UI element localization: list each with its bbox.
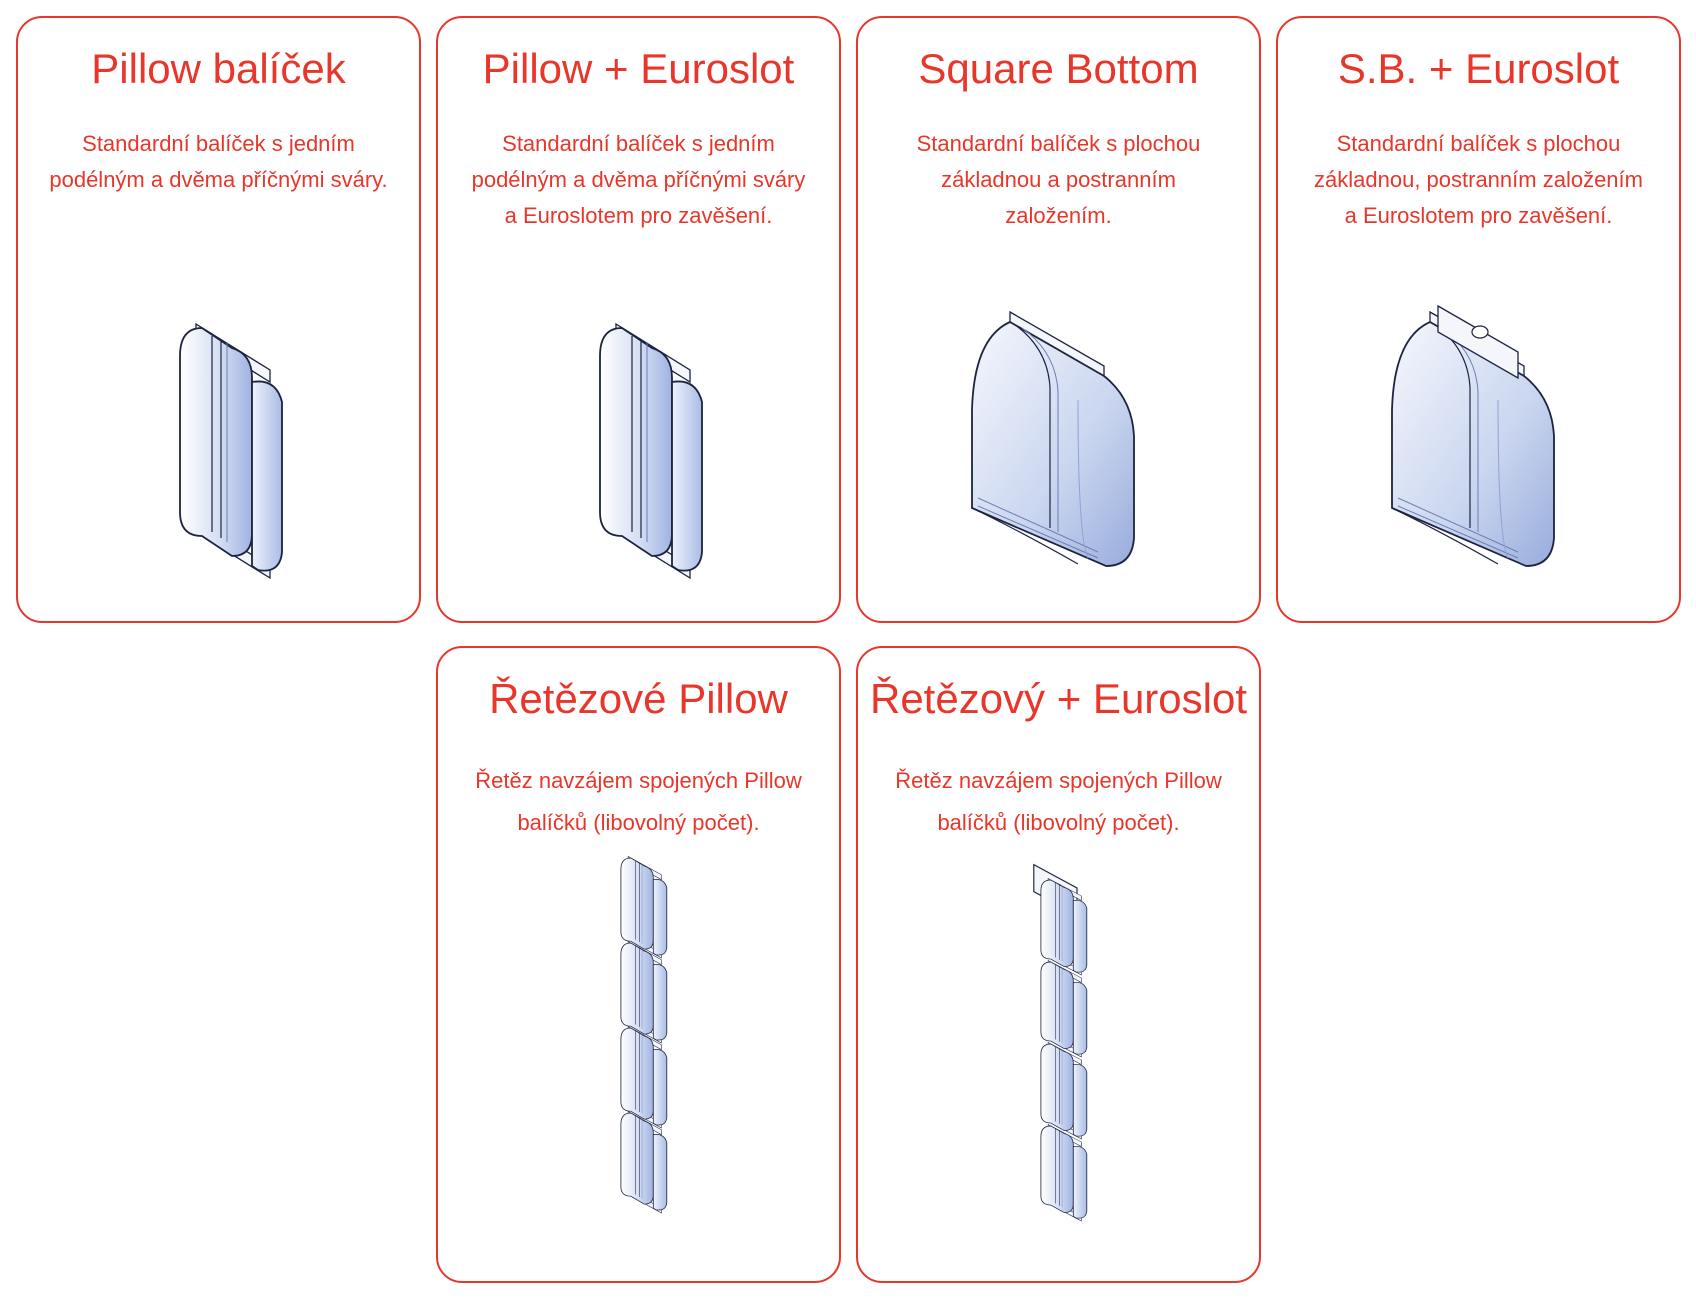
card-title: Pillow + Euroslot — [482, 45, 795, 92]
card-description: Řetěz navzájem spojených Pillow balíčků … — [895, 768, 1222, 835]
package-card-chain-euroslot[interactable]: Řetězový + Euroslot Řetěz navzájem spoje… — [856, 646, 1261, 1283]
card-title: Řetězové Pillow — [489, 675, 788, 722]
card-title: Řetězový + Euroslot — [869, 675, 1247, 722]
card-description: Standardní balíček s plochou základnou, … — [1314, 131, 1643, 228]
card-description: Standardní balíček s jedním podélným a d… — [471, 131, 806, 228]
card-description: Standardní balíček s plochou základnou a… — [916, 131, 1201, 228]
card-title: Square Bottom — [918, 45, 1199, 92]
package-card-square-bottom[interactable]: Square Bottom Standardní balíček s ploch… — [856, 16, 1261, 623]
square-bottom-euroslot-pack-icon — [1391, 304, 1555, 567]
pillow-euroslot-pack-icon — [599, 323, 703, 579]
card-description: Standardní balíček s jedním podélným a d… — [49, 131, 388, 192]
card-description: Řetěz navzájem spojených Pillow balíčků … — [475, 768, 802, 835]
card-title: S.B. + Euroslot — [1337, 45, 1620, 92]
chain-euroslot-pack-icon — [1033, 864, 1088, 1222]
package-card-pillow-euroslot[interactable]: Pillow + Euroslot Standardní balíček s j… — [436, 16, 841, 623]
card-title: Pillow balíček — [91, 45, 346, 92]
square-bottom-pack-icon — [971, 311, 1135, 567]
chain-pillow-pack-icon — [620, 855, 668, 1214]
package-card-sb-euroslot[interactable]: S.B. + Euroslot Standardní balíček s plo… — [1276, 16, 1681, 623]
package-card-pillow[interactable]: Pillow balíček Standardní balíček s jedn… — [16, 16, 421, 623]
pillow-pack-icon — [179, 323, 283, 579]
package-card-chain-pillow[interactable]: Řetězové Pillow Řetěz navzájem spojených… — [436, 646, 841, 1283]
